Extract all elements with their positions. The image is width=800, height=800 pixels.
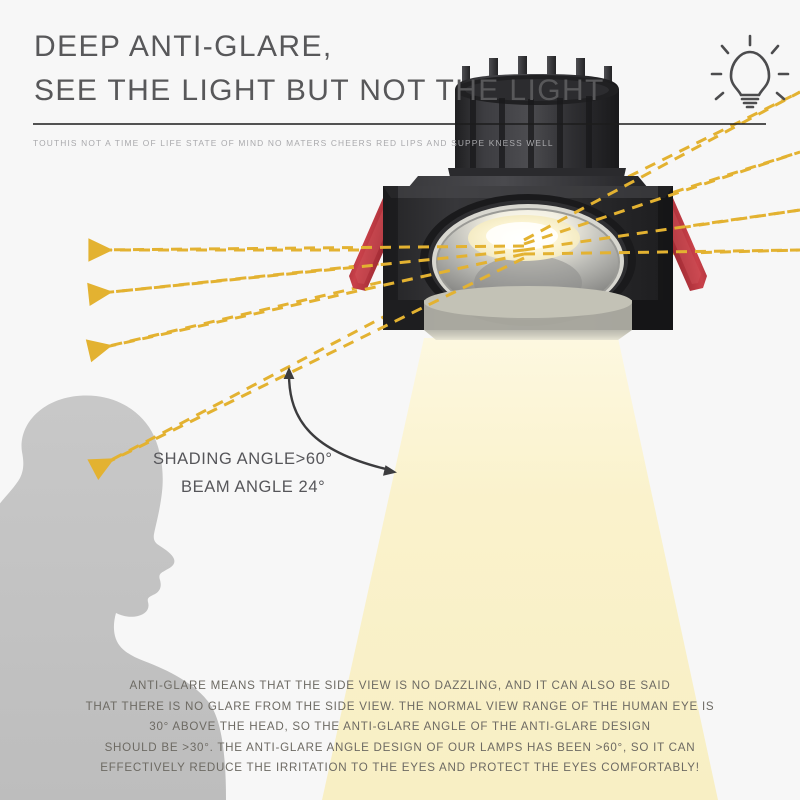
beam-angle-label: BEAM ANGLE 24° [181, 478, 326, 496]
paragraph-line: EFFECTIVELY REDUCE THE IRRITATION TO THE… [100, 761, 700, 775]
light-rays-foreground [91, 90, 800, 470]
description-paragraph: ANTI-GLARE MEANS THAT THE SIDE VIEW IS N… [60, 676, 740, 779]
paragraph-line: ANTI-GLARE MEANS THAT THE SIDE VIEW IS N… [129, 679, 671, 692]
light-beam-cone [322, 338, 718, 800]
lightbulb-icon [710, 34, 790, 109]
page-title-line-2: SEE THE LIGHT BUT NOT THE LIGHT [34, 74, 605, 107]
paragraph-line: SHOULD BE >30°. THE ANTI-GLARE ANGLE DES… [104, 740, 696, 754]
page-title-line-1: DEEP ANTI-GLARE, [34, 30, 333, 63]
mounting-plate [408, 176, 648, 188]
trim-skirt [383, 286, 673, 340]
paragraph-line: 30° ABOVE THE HEAD, SO THE ANTI-GLARE AN… [149, 720, 651, 734]
paragraph-line: THAT THERE IS NO GLARE FROM THE SIDE VIE… [85, 699, 715, 713]
header-subtitle: TOUTHIS NOT A TIME OF LIFE STATE OF MIND… [33, 138, 554, 148]
human-head-silhouette [0, 395, 226, 800]
angle-span-arrow [283, 367, 397, 476]
shading-angle-label: SHADING ANGLE>60° [153, 450, 333, 468]
ray-3 [85, 254, 493, 363]
